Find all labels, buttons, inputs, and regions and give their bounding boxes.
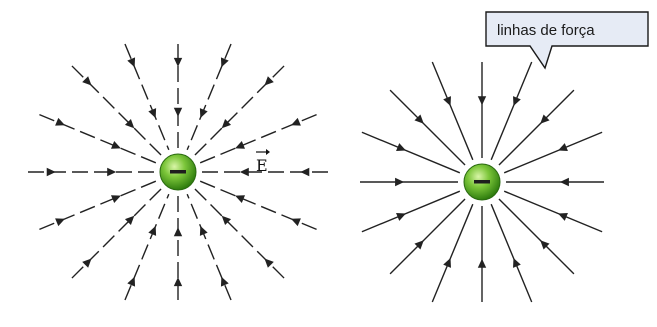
right-negative-charge — [463, 163, 501, 201]
field-line — [490, 203, 533, 303]
arrowhead — [221, 215, 232, 226]
left-negative-charge — [159, 153, 197, 191]
field-line — [389, 89, 466, 166]
arrowhead — [199, 108, 208, 119]
arrowhead — [46, 167, 56, 177]
arrowhead — [220, 57, 229, 68]
field-line — [431, 61, 474, 161]
arrowhead — [110, 195, 121, 203]
arrowhead — [559, 177, 569, 187]
field-line — [503, 131, 603, 174]
arrowhead — [558, 213, 568, 221]
arrowhead — [264, 76, 274, 86]
arrowhead — [199, 225, 208, 236]
field-line — [431, 203, 474, 303]
arrowhead — [477, 258, 487, 268]
field-line — [490, 61, 533, 161]
arrowhead — [235, 195, 246, 203]
arrowhead — [513, 96, 521, 107]
arrowhead — [443, 257, 451, 268]
arrowhead — [127, 276, 136, 287]
arrowhead — [173, 227, 183, 237]
arrowhead — [235, 141, 246, 149]
field-symbol: E — [256, 156, 268, 175]
arrowhead — [82, 76, 92, 86]
arrowhead — [239, 167, 249, 177]
arrowhead — [148, 225, 157, 236]
arrowhead — [107, 167, 117, 177]
field-line — [124, 193, 170, 301]
callout-label: linhas de força — [497, 22, 595, 39]
left-field-lines — [28, 43, 328, 301]
arrowhead — [173, 57, 183, 67]
arrowhead — [55, 117, 66, 126]
arrowhead — [414, 240, 424, 250]
arrowhead — [148, 108, 157, 119]
arrowhead — [127, 57, 136, 68]
arrowhead — [264, 258, 274, 268]
arrowhead — [173, 277, 183, 287]
arrowhead — [173, 107, 183, 117]
arrowhead — [558, 143, 568, 151]
field-line — [186, 43, 232, 151]
arrowhead — [477, 96, 487, 106]
field-line — [361, 190, 461, 233]
field-line — [389, 198, 466, 275]
minus-sign-icon — [474, 180, 490, 184]
callout-bubble: linhas de força — [485, 11, 649, 70]
field-line — [498, 89, 575, 166]
field-line — [186, 193, 232, 301]
field-line — [498, 198, 575, 275]
arrowhead — [124, 215, 135, 226]
arrowhead — [290, 218, 301, 227]
field-line — [361, 131, 461, 174]
arrowhead — [396, 213, 406, 221]
arrowhead — [414, 114, 424, 124]
arrowhead — [55, 218, 66, 227]
arrowhead — [220, 276, 229, 287]
arrowhead — [82, 258, 92, 268]
arrowhead — [221, 118, 232, 129]
arrowhead — [124, 118, 135, 129]
arrowhead — [300, 167, 310, 177]
right-field-lines — [360, 61, 604, 303]
arrowhead — [290, 117, 301, 126]
minus-sign-icon — [170, 170, 186, 174]
arrowhead — [110, 141, 121, 149]
field-vector-label: E — [256, 149, 270, 175]
arrowhead — [540, 240, 550, 250]
arrowhead — [395, 177, 405, 187]
arrowhead — [396, 143, 406, 151]
arrowhead — [540, 114, 550, 124]
field-line — [124, 43, 170, 151]
arrowhead — [443, 96, 451, 107]
arrowhead — [513, 257, 521, 268]
field-line — [503, 190, 603, 233]
